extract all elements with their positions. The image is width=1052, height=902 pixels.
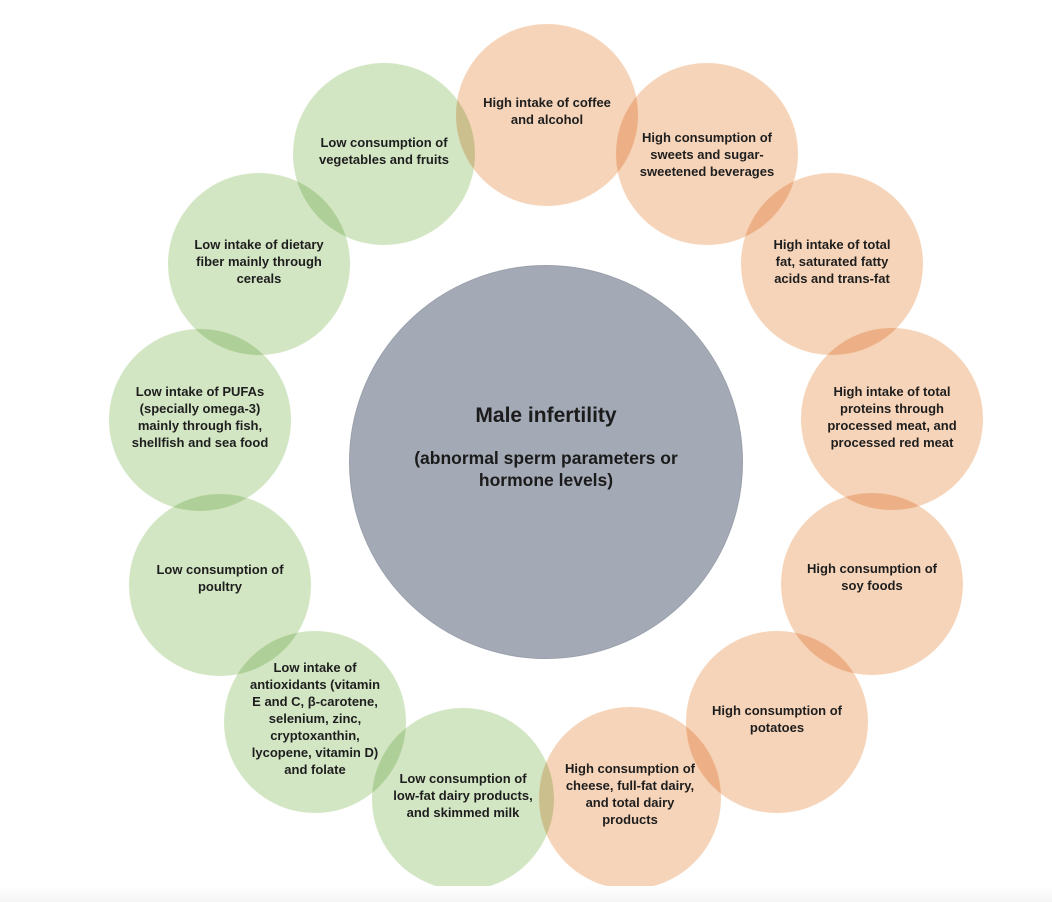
factor-cheese-dairy: High consumption of cheese, full-fat dai… — [538, 706, 722, 890]
factor-coffee-alcohol: High intake of coffee and alcohol — [455, 23, 639, 207]
factor-label: Low intake of antioxidants (vitamin E an… — [249, 659, 381, 777]
factor-label: High consumption of soy foods — [807, 561, 937, 593]
center-circle — [349, 265, 743, 659]
factor-sweets-beverages: High consumption of sweets and sugar-swe… — [615, 62, 799, 246]
factor-pufas: Low intake of PUFAs (specially omega-3) … — [108, 328, 292, 512]
bottom-edge — [0, 886, 1052, 902]
factor-label: Low consumption of low-fat dairy product… — [393, 770, 533, 820]
factor-vegetables-fruits: Low consumption of vegetables and fruits — [292, 62, 476, 246]
factor-label: High intake of coffee and alcohol — [483, 95, 611, 127]
factor-label: High intake of total fat, saturated fatt… — [773, 236, 891, 286]
factor-label: Low consumption of vegetables and fruits — [318, 135, 450, 167]
factor-label: High consumption of cheese, full-fat dai… — [565, 761, 695, 827]
factor-label: High intake of total proteins through pr… — [827, 384, 957, 450]
center-subtitle: (abnormal sperm parameters or hormone le… — [414, 448, 678, 490]
factor-label: High consumption of potatoes — [712, 703, 842, 735]
factor-low-fat-dairy: Low consumption of low-fat dairy product… — [371, 707, 555, 891]
factor-poultry: Low consumption of poultry — [128, 493, 312, 677]
factor-label: High consumption of sweets and sugar-swe… — [639, 129, 775, 179]
factor-processed-meat: High intake of total proteins through pr… — [800, 327, 984, 511]
factor-label: Low intake of dietary fiber mainly throu… — [194, 236, 324, 286]
factor-label: Low consumption of poultry — [156, 562, 284, 594]
factor-label: Low intake of PUFAs (specially omega-3) … — [131, 384, 269, 450]
center-title: Male infertility — [475, 404, 617, 427]
